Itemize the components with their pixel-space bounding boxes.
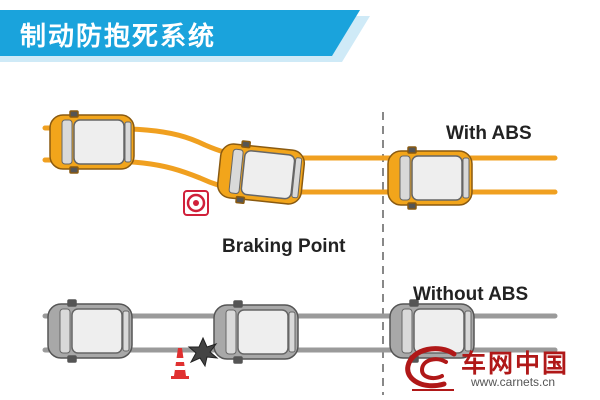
collision-icon [187,336,219,368]
abs-car-2 [215,138,307,210]
target-icon [183,190,209,216]
page-title: 制动防抱死系统 [20,22,217,52]
traffic-cone-icon [171,348,189,379]
without-abs-label: Without ABS [413,284,529,305]
watermark: 车网中国 www.carnets.cn [400,340,600,400]
with-abs-label: With ABS [446,123,532,144]
abs-car-3 [387,146,473,210]
watermark-brand: 车网中国 [461,349,570,378]
title-banner-shape [0,10,370,62]
no-abs-car-1 [47,299,133,363]
braking-point-label: Braking Point [222,236,346,257]
no-abs-car-2 [213,300,299,364]
abs-car-1 [49,110,135,174]
carnets-logo-icon [405,346,457,391]
watermark-url: www.carnets.cn [471,375,556,389]
title-banner: 制动防抱死系统 [0,10,370,62]
